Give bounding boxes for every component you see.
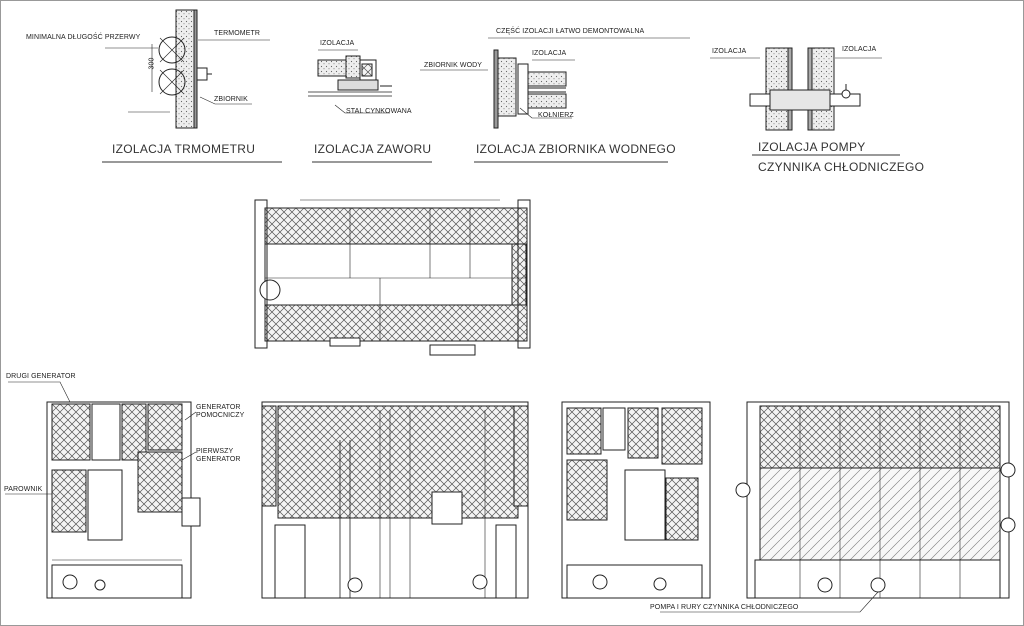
label-pump-insulation-left: IZOLACJA bbox=[712, 48, 747, 55]
detail-water-tank-drawing bbox=[420, 37, 690, 129]
label-second-generator: DRUGI GENERATOR bbox=[6, 373, 76, 380]
label-flange: KOŁNIERZ bbox=[538, 112, 574, 119]
label-valve-insulation: IZOLACJA bbox=[320, 40, 355, 47]
back-view-drawing bbox=[660, 401, 1016, 613]
label-galvanized-steel: STAL CYNKOWANA bbox=[346, 108, 412, 115]
title-pump-insulation-line1: IZOLACJA POMPY bbox=[758, 140, 866, 154]
title-water-tank-insulation: IZOLACJA ZBIORNIKA WODNEGO bbox=[476, 142, 676, 156]
title-pump-insulation-line2: CZYNNIKA CHŁODNICZEGO bbox=[758, 160, 925, 174]
label-evaporator: PAROWNIK bbox=[4, 486, 43, 493]
label-min-length: MINIMALNA DŁUGOŚĆ PRZERWY bbox=[26, 34, 141, 41]
label-removable-insulation: CZĘŚĆ IZOLACJI ŁATWO DEMONTOWALNA bbox=[496, 28, 645, 35]
detail-pump-drawing bbox=[710, 47, 882, 131]
label-aux-generator-1: GENERATOR bbox=[196, 404, 241, 411]
title-valve-insulation: IZOLACJA ZAWORU bbox=[314, 142, 432, 156]
end-view-left-drawing bbox=[5, 381, 201, 599]
detail-valve-drawing bbox=[308, 49, 392, 114]
label-aux-generator-2: POMOCNICZY bbox=[196, 412, 245, 419]
end-view-right-drawing bbox=[561, 401, 711, 599]
top-view-drawing bbox=[254, 199, 531, 356]
label-thermometer: TERMOMETR bbox=[214, 30, 261, 37]
front-view-drawing bbox=[261, 401, 529, 599]
label-water-tank: ZBIORNIK WODY bbox=[424, 62, 483, 69]
label-dimension: 300 bbox=[148, 57, 156, 70]
label-pump-and-pipes: POMPA I RURY CZYNNIKA CHŁODNICZEGO bbox=[650, 604, 799, 611]
label-first-generator-2: GENERATOR bbox=[196, 456, 241, 463]
detail-thermometer-drawing bbox=[105, 9, 270, 129]
title-thermometer-insulation: IZOLACJA TRMOMETRU bbox=[112, 142, 256, 156]
label-tank-insulation: IZOLACJA bbox=[532, 50, 567, 57]
label-tank: ZBIORNIK bbox=[214, 96, 248, 103]
label-pump-insulation-right: IZOLACJA bbox=[842, 46, 877, 53]
label-first-generator-1: PIERWSZY bbox=[196, 448, 234, 455]
